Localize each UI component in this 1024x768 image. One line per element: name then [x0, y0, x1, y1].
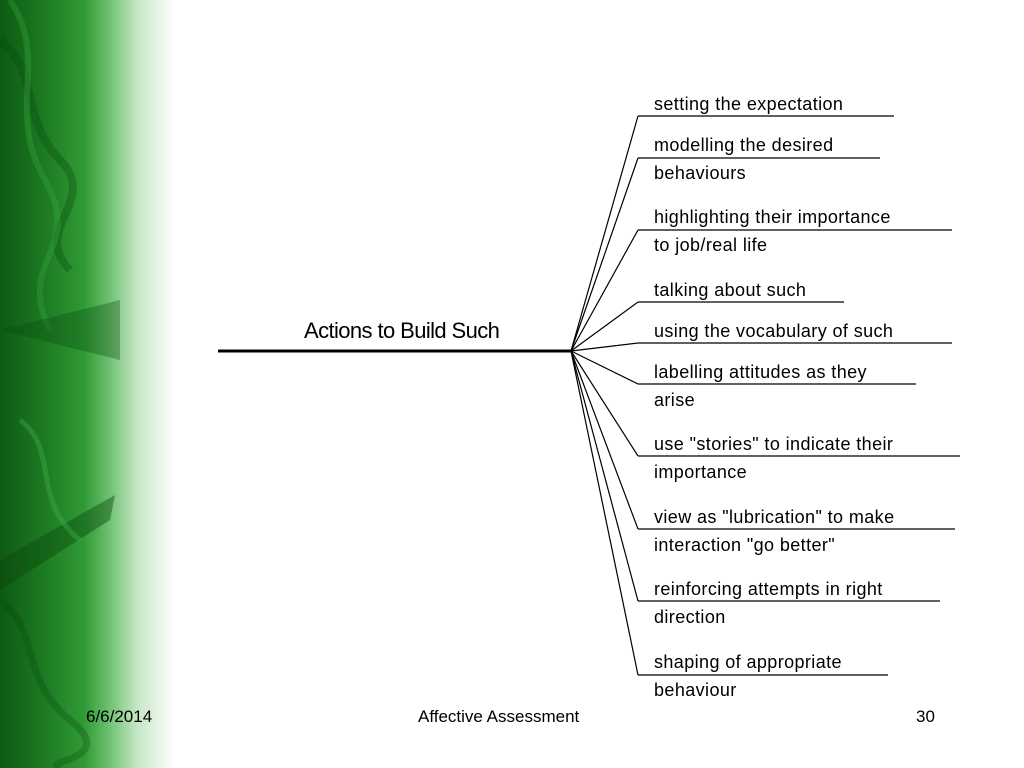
branch-label-line: view as "lubrication" to make [654, 507, 895, 527]
branch-label-line: shaping of appropriate [654, 652, 842, 672]
branch-connector-3 [570, 229, 639, 352]
branch-node-6: labelling attitudes as they arise [654, 358, 867, 414]
branch-node-8: view as "lubrication" to make interaction… [654, 503, 894, 559]
branch-connector-2 [570, 157, 639, 352]
branch-connector-6 [570, 350, 639, 385]
branch-node-1: setting the expectation [654, 90, 843, 118]
root-node-label: Actions to Build Such [304, 318, 500, 343]
branch-label-line: modelling the desired [654, 135, 834, 155]
branch-node-10: shaping of appropriate behaviour [654, 648, 842, 704]
branch-node-5: using the vocabulary of such [654, 317, 893, 345]
branch-label-line: labelling attitudes as they [654, 362, 867, 382]
branch-label-line: highlighting their importance [654, 207, 891, 227]
branch-label-line: using the vocabulary of such [654, 321, 894, 341]
branch-label-line: behaviours [654, 163, 747, 183]
branch-label-line: setting the expectation [654, 94, 844, 114]
branch-label-line: arise [654, 390, 696, 410]
footer-page-number: 30 [916, 707, 935, 726]
branch-label-line: behaviour [654, 680, 737, 700]
branch-label-line: reinforcing attempts in right [654, 579, 883, 599]
stripe-texture [0, 0, 120, 768]
branch-label-line: use "stories" to indicate their [654, 434, 894, 454]
branch-node-7: use "stories" to indicate their importanc… [654, 430, 893, 486]
branch-connector-9 [570, 350, 639, 602]
footer-title: Affective Assessment [418, 707, 580, 726]
branch-node-3: highlighting their importance to job/real… [654, 203, 891, 259]
footer-date: 6/6/2014 [86, 707, 153, 726]
branch-label-line: talking about such [654, 280, 807, 300]
branch-connector-10 [570, 350, 639, 676]
branch-label-line: interaction "go better" [654, 535, 836, 555]
branch-node-4: talking about such [654, 276, 806, 304]
branch-label-line: to job/real life [654, 235, 768, 255]
branch-connector-7 [570, 350, 639, 457]
branch-node-2: modelling the desired behaviours [654, 131, 834, 187]
branch-connector-5 [570, 342, 639, 352]
branch-label-line: direction [654, 607, 726, 627]
green-side-stripe [0, 0, 175, 768]
branch-node-9: reinforcing attempts in right direction [654, 575, 883, 631]
branch-connector-8 [570, 350, 639, 530]
branch-connector-1 [570, 115, 639, 352]
branch-label-line: importance [654, 462, 748, 482]
branch-connector-4 [570, 301, 639, 352]
